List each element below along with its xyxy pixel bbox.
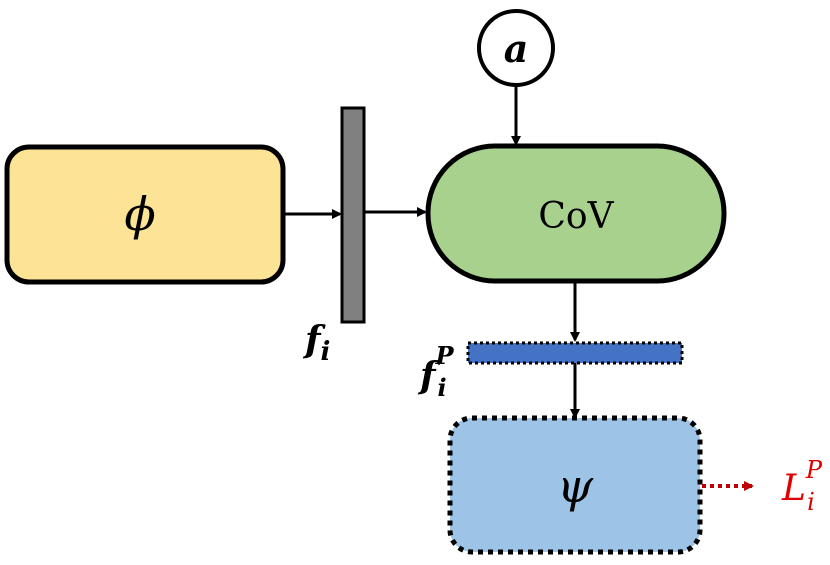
phi-label: ϕ <box>124 187 155 241</box>
fi-bar <box>340 106 366 324</box>
psi-box <box>447 415 703 555</box>
cov-label: CoV <box>538 196 614 237</box>
psi-label: ψ <box>557 459 594 513</box>
fip-bar <box>466 341 684 365</box>
fi-label: fi <box>302 319 330 367</box>
a-label: a <box>504 26 529 71</box>
